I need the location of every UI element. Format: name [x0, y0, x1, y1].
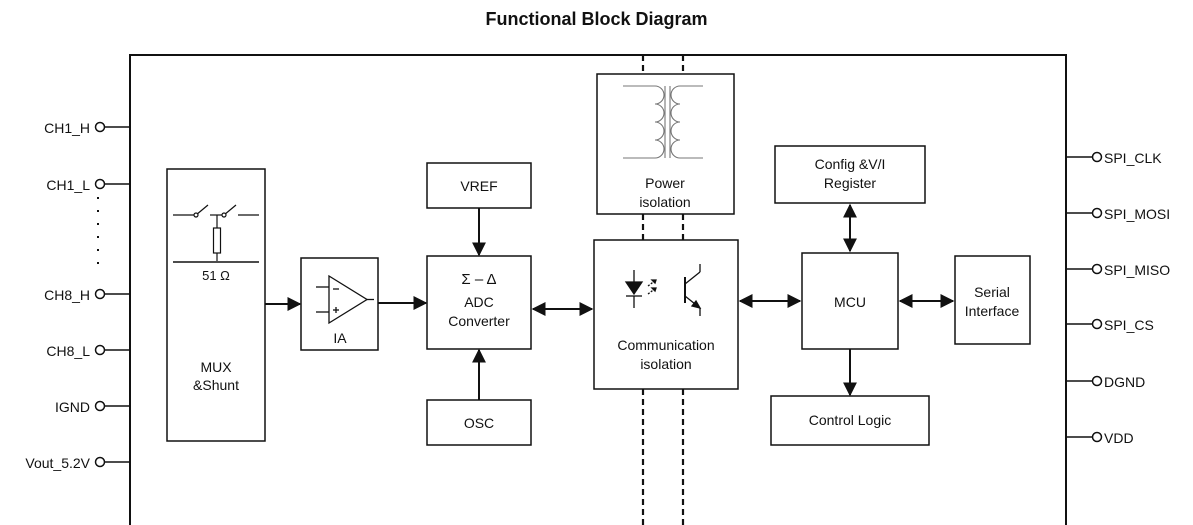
shunt-line-label: &Shunt: [193, 377, 239, 393]
pin-vdd: VDD: [1066, 430, 1134, 446]
power-isolation-label: isolation: [639, 194, 690, 210]
adc-label: ADC: [464, 294, 494, 310]
pin-label-spi-miso: SPI_MISO: [1104, 262, 1170, 278]
adc-converter-label: Converter: [448, 313, 510, 329]
pin-label-spi-clk: SPI_CLK: [1104, 150, 1162, 166]
communication-isolation-block: Communication isolation: [593, 239, 739, 390]
pin-ch8-l: CH8_L: [46, 343, 130, 359]
mcu-block: MCU: [801, 252, 899, 350]
mux-shunt-block: 51 Ω MUX &Shunt: [166, 168, 266, 442]
pin-label-vout: Vout_5.2V: [25, 455, 90, 471]
config-label: Config &V/I: [815, 156, 886, 172]
sigma-delta-symbol: Σ – Δ: [461, 271, 496, 288]
pin-spi-clk: SPI_CLK: [1066, 150, 1162, 166]
pin-label-spi-cs: SPI_CS: [1104, 317, 1154, 333]
ia-block: IA: [300, 257, 379, 351]
serial-interface-block: Serial Interface: [954, 255, 1031, 345]
power-label: Power: [645, 175, 685, 191]
pin-vout: Vout_5.2V: [25, 455, 130, 471]
config-register-block: Config &V/I Register: [774, 145, 926, 204]
diagram-title: Functional Block Diagram: [485, 9, 708, 29]
control-logic-label: Control Logic: [809, 412, 892, 428]
chip-outline: [129, 54, 1067, 525]
pin-ch8-h: CH8_H: [44, 287, 130, 303]
shunt-label: 51 Ω: [202, 268, 230, 283]
vref-label: VREF: [460, 178, 497, 194]
pin-label-spi-mosi: SPI_MOSI: [1104, 206, 1170, 222]
ia-label: IA: [333, 330, 347, 346]
isolation-barrier: [641, 55, 685, 525]
register-label: Register: [824, 175, 876, 191]
osc-block: OSC: [426, 399, 532, 446]
amplifier-icon: [316, 274, 374, 325]
interface-label: Interface: [965, 303, 1020, 319]
switch-icon: [173, 204, 259, 263]
pin-label-dgnd: DGND: [1104, 374, 1145, 390]
transformer-icon: [623, 85, 703, 159]
optocoupler-icon: [624, 264, 702, 316]
pin-label-vdd: VDD: [1104, 430, 1134, 446]
power-isolation-block: Power isolation: [596, 73, 735, 215]
pin-label-ch1-h: CH1_H: [44, 120, 90, 136]
adc-block: Σ – Δ ADC Converter: [426, 255, 532, 350]
pin-label-ch1-l: CH1_L: [46, 177, 90, 193]
pin-dgnd: DGND: [1066, 374, 1145, 390]
communication-label: Communication: [617, 337, 714, 353]
pin-label-ch8-l: CH8_L: [46, 343, 90, 359]
serial-label: Serial: [974, 284, 1010, 300]
pin-ch1-l: CH1_L: [46, 177, 130, 193]
pin-spi-cs: SPI_CS: [1066, 317, 1154, 333]
vref-block: VREF: [426, 162, 532, 209]
mcu-label: MCU: [834, 294, 866, 310]
control-logic-block: Control Logic: [770, 395, 930, 446]
communication-isolation-label: isolation: [640, 356, 691, 372]
osc-label: OSC: [464, 415, 494, 431]
pin-ignd: IGND: [55, 399, 130, 415]
pin-ch1-h: CH1_H: [44, 120, 130, 136]
mux-label: MUX: [200, 359, 232, 375]
pin-label-ch8-h: CH8_H: [44, 287, 90, 303]
pin-spi-mosi: SPI_MOSI: [1066, 206, 1170, 222]
pin-label-ignd: IGND: [55, 399, 90, 415]
pin-spi-miso: SPI_MISO: [1066, 262, 1170, 278]
